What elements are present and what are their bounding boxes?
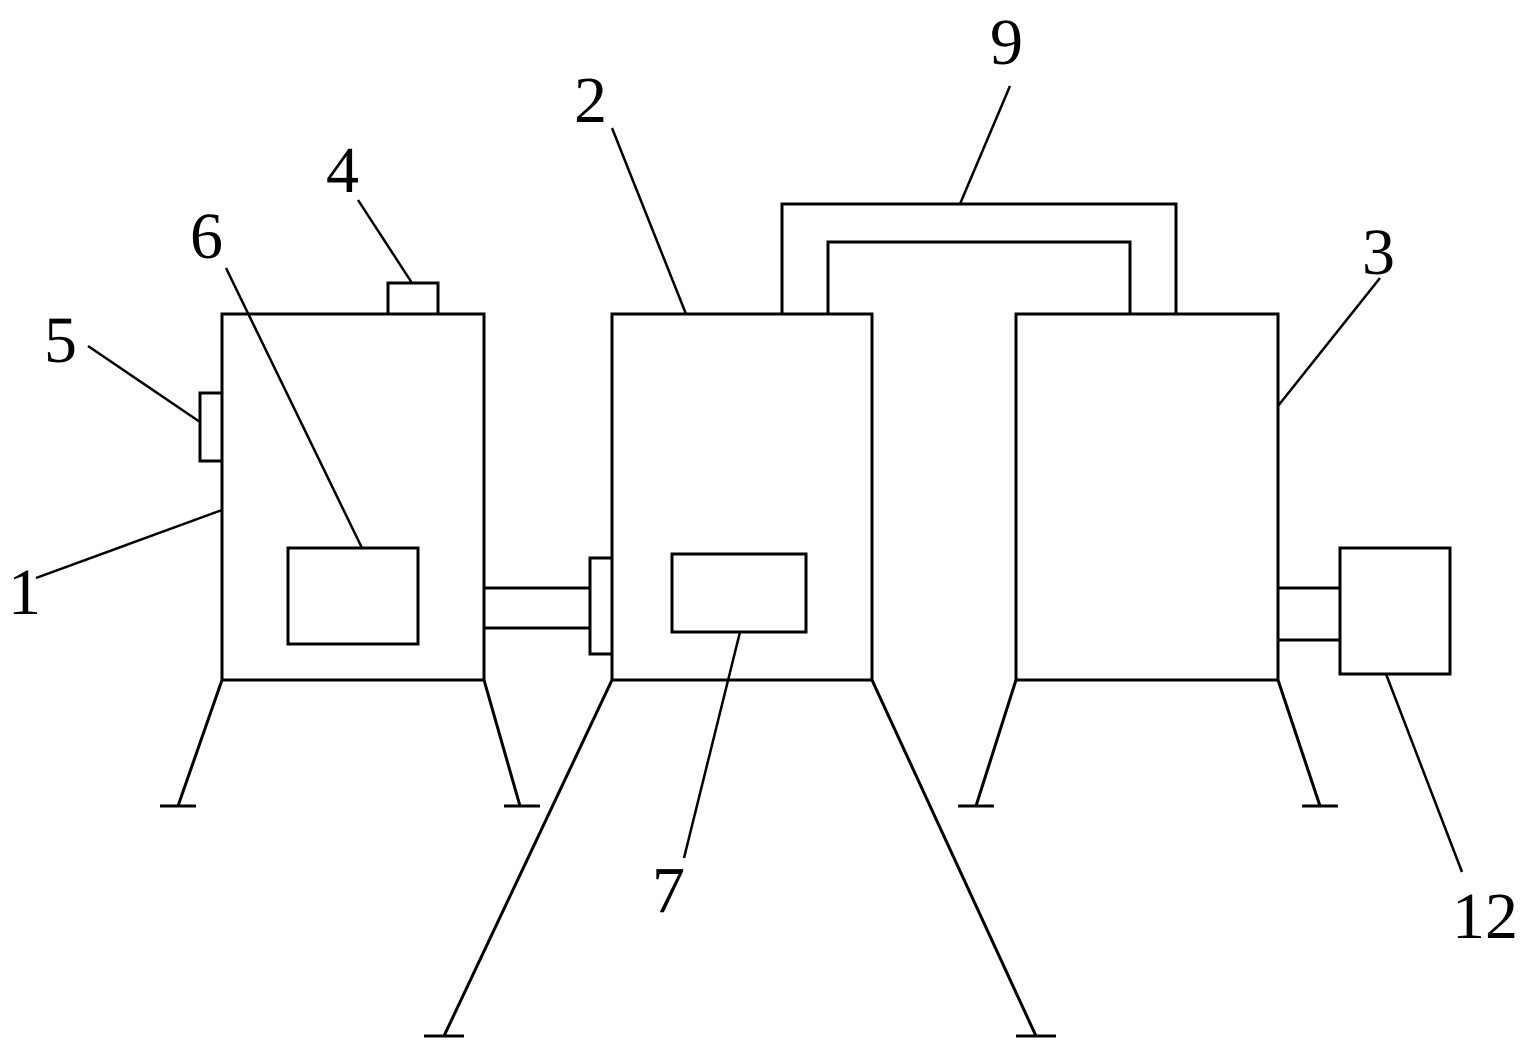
- panel-6: [286, 546, 420, 646]
- label-3: 3: [1362, 216, 1395, 289]
- label-7: 7: [652, 854, 685, 927]
- label-9: 9: [990, 6, 1023, 79]
- inlet-4: [386, 281, 440, 316]
- legs-tank-3: [958, 679, 1338, 808]
- flange: [588, 556, 614, 656]
- label-6: 6: [190, 200, 223, 273]
- legs-tank-1: [160, 679, 540, 808]
- legs-tank-2: [424, 679, 1056, 1038]
- label-2: 2: [574, 64, 607, 137]
- connecting-pipe-9: [780, 202, 1178, 314]
- label-12: 12: [1452, 880, 1518, 953]
- pipe-3-12: [1278, 586, 1340, 642]
- leader-lines: [35, 85, 1464, 873]
- label-5: 5: [44, 304, 77, 377]
- pipe-1-2: [484, 586, 590, 630]
- device-12: [1338, 546, 1452, 676]
- tank-3: [1014, 312, 1280, 682]
- label-1: 1: [8, 556, 41, 629]
- port-5: [198, 391, 224, 463]
- label-4: 4: [326, 134, 359, 207]
- panel-7: [670, 552, 808, 634]
